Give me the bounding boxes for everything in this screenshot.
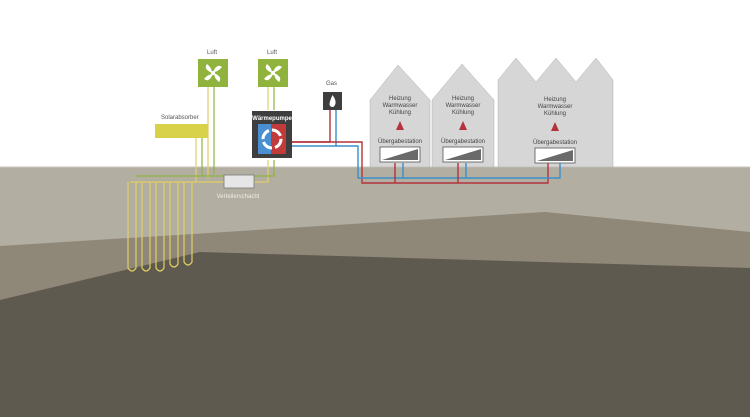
building-2-label-kuehlung: Kühlung <box>452 110 474 116</box>
borehole-probe <box>141 182 151 272</box>
building-1 <box>369 64 431 168</box>
heat-pump: Wärmepumpe <box>252 111 292 158</box>
heat-arrow-icon <box>551 122 559 131</box>
building-2 <box>431 63 495 168</box>
fan-icon <box>264 64 282 82</box>
station-icon <box>442 146 484 163</box>
air-unit-2: Luft <box>258 50 288 87</box>
borehole-probe <box>169 182 179 268</box>
waermepumpe-label: Wärmepumpe <box>252 116 292 122</box>
gas-supply-pipe-red <box>292 110 331 143</box>
shaft-to-pump-yellow <box>254 160 269 183</box>
flame-icon <box>329 95 336 107</box>
building-2-station-label: Übergabestation <box>441 138 485 145</box>
borehole-probe <box>155 182 165 272</box>
verteilerschacht-box <box>223 174 255 189</box>
source-pipes <box>130 85 275 183</box>
building-3-label-heizung: Heizung <box>544 97 566 103</box>
fan-icon <box>204 64 222 82</box>
solarabsorber-label: Solarabsorber <box>161 115 199 121</box>
verteilerschacht-label: Verteilerschacht <box>217 194 260 200</box>
heating-network-pipes <box>292 110 561 184</box>
luft-label-2: Luft <box>267 50 277 56</box>
building-1-label-kuehlung: Kühlung <box>389 110 411 116</box>
building-1-label-warmwasser: Warmwasser <box>383 103 418 109</box>
building-3 <box>497 57 614 168</box>
buildings <box>369 57 614 168</box>
distribution-shaft: Verteilerschacht <box>217 174 260 200</box>
transfer-stations <box>379 146 576 164</box>
district-pipe-red <box>292 141 549 184</box>
borehole-probe <box>183 182 193 266</box>
gas-label: Gas <box>326 81 337 87</box>
building-labels: Heizung Warmwasser Kühlung Übergabestati… <box>378 96 577 146</box>
heat-pump-cycle-icon <box>258 124 286 154</box>
ground-deep-layer <box>0 252 750 417</box>
station-icon <box>534 147 576 164</box>
building-3-station-label: Übergabestation <box>533 139 577 146</box>
borehole-probe <box>127 182 137 272</box>
gas-boiler: Gas <box>323 81 342 110</box>
solar-absorber: Solarabsorber <box>155 115 208 138</box>
building-2-label-heizung: Heizung <box>452 96 474 102</box>
building-1-station-label: Übergabestation <box>378 138 422 145</box>
shaft-to-pump-green <box>254 160 275 177</box>
borehole-probes <box>127 182 193 272</box>
ground-layers <box>0 166 750 417</box>
heat-arrow-icon <box>396 121 404 130</box>
district-pipe-blue <box>336 145 561 179</box>
station-icon <box>379 146 421 163</box>
heat-arrow-icon <box>459 121 467 130</box>
luft-label-1: Luft <box>207 50 217 56</box>
building-2-label-warmwasser: Warmwasser <box>446 103 481 109</box>
building-3-label-warmwasser: Warmwasser <box>538 104 573 110</box>
building-1-label-heizung: Heizung <box>389 96 411 102</box>
solar-absorber-panel <box>155 124 208 138</box>
air-unit-1: Luft <box>198 50 228 87</box>
building-3-label-kuehlung: Kühlung <box>544 111 566 117</box>
ground-upper-layer <box>0 167 750 246</box>
